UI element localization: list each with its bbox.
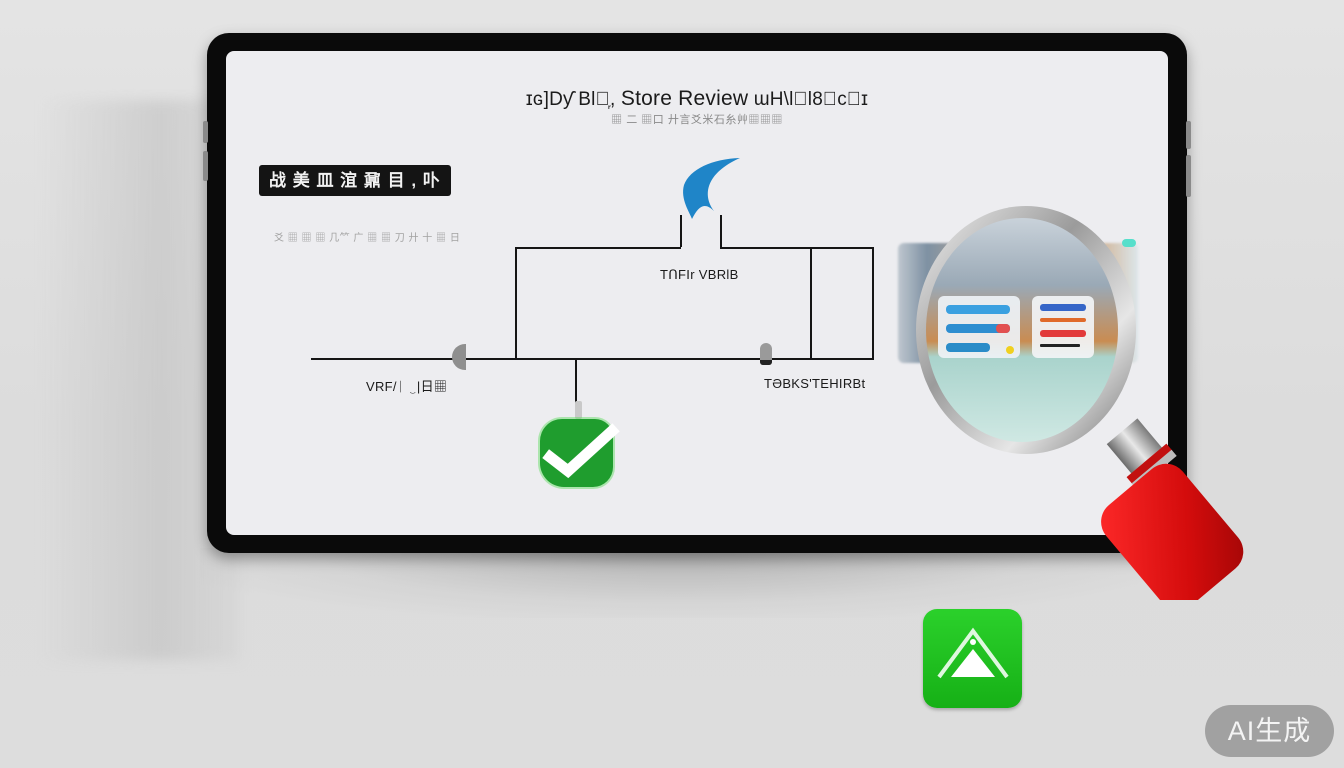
left-volume-up-button	[203, 121, 208, 143]
triangle-tent-app-icon[interactable]	[923, 609, 1022, 708]
magnifying-glass-icon[interactable]	[910, 200, 1270, 600]
box-divider	[810, 247, 812, 359]
page-title: ɪɢ]Dƴ Bl𝗅᷊, Store Review ɯH\l⃞l8⃞c⃞ɪ	[226, 87, 1168, 111]
background-shadow	[40, 100, 240, 660]
box-top-left-edge	[515, 247, 681, 249]
connector-right-stub	[720, 215, 722, 247]
baseline	[311, 358, 874, 360]
checkmark-icon	[542, 423, 620, 479]
left-node-marker	[452, 344, 466, 370]
check-stem	[575, 401, 582, 419]
tent-icon	[937, 627, 1009, 679]
diagram-center-label: TՈFIr VBRlB	[660, 267, 739, 282]
bird-wing-icon	[683, 158, 740, 219]
left-volume-down-button	[203, 151, 208, 181]
box-right-edge	[872, 247, 874, 359]
teal-indicator-dot	[1122, 239, 1136, 247]
diagram-right-label: TӘBKS'TEHIRBt	[764, 376, 866, 391]
tablet-shadow	[200, 548, 1160, 618]
diagram-left-label: VRF/ᛁ ‿|日▦	[366, 379, 448, 394]
title-main: Store Review	[620, 87, 749, 110]
title-prefix: ɪɢ]Dƴ Bl𝗅᷊,	[525, 89, 616, 110]
section-badge[interactable]: 战 美 皿 𣶺 鼐 目 , 卟	[259, 165, 451, 196]
check-connector	[575, 358, 577, 403]
section-caption: ⽘ ▦ ▦ ▦ ⼏⺮ ⼴ ▦ ▦ ⼑ ⼶ ⼗ ▦ ⽇	[274, 233, 461, 244]
box-top-right-edge	[720, 247, 873, 249]
checkmark-badge-icon	[540, 419, 620, 487]
right-node-marker	[760, 343, 772, 365]
title-suffix: ɯH\l⃞l8⃞c⃞ɪ	[753, 89, 869, 110]
right-side-button-bottom	[1186, 155, 1191, 197]
ai-generated-watermark: AI生成	[1205, 705, 1334, 757]
connector-left-stub	[680, 215, 682, 247]
box-left-edge	[515, 247, 517, 359]
page-subtitle: ▦ ⼆ ▦⼝ ⼶⾔⽘⽶⽯⽷⾋▦▦▦	[611, 114, 783, 126]
right-side-button-top	[1186, 121, 1191, 149]
